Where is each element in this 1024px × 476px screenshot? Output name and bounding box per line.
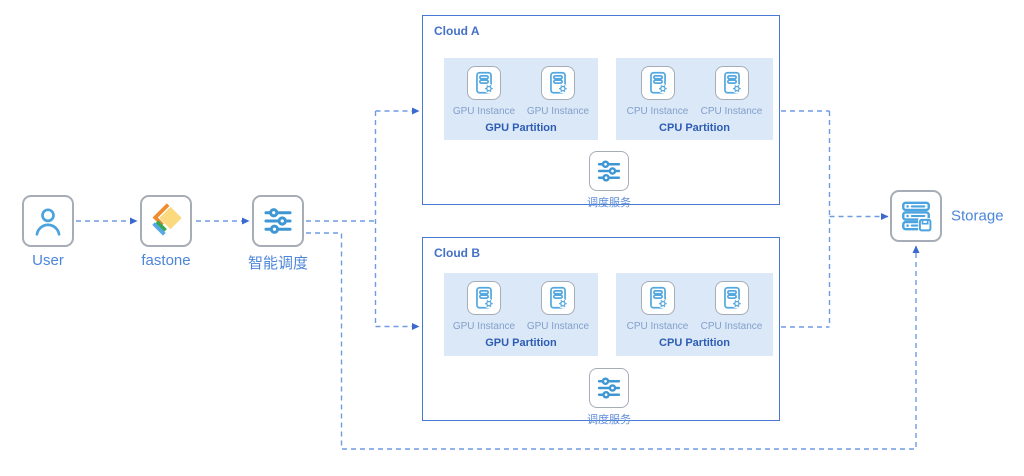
cloud-a-title: Cloud A bbox=[434, 24, 480, 38]
cpu-instance: CPU Instance bbox=[696, 281, 768, 332]
service-label: 调度服务 bbox=[587, 197, 631, 209]
cloud-b-title: Cloud B bbox=[434, 246, 480, 260]
cpu-instance-label: CPU Instance bbox=[626, 321, 689, 332]
gpu-instance: GPU Instance bbox=[448, 65, 520, 117]
server-icon bbox=[545, 285, 571, 311]
gpu-instance-label: GPU Instance bbox=[452, 105, 516, 117]
fastone-label: fastone bbox=[141, 252, 191, 269]
gpu-instance: GPU Instance bbox=[448, 281, 520, 332]
cloud-b-gpu-partition: GPU Instance GPU Instance GPU Partition bbox=[444, 273, 598, 356]
server-icon bbox=[645, 285, 671, 311]
cloud-b-scheduling-service: 调度服务 bbox=[587, 368, 631, 426]
gpu-instance-label: GPU Instance bbox=[526, 321, 590, 332]
cpu-partition-title: CPU Partition bbox=[659, 337, 730, 349]
service-node-box bbox=[589, 151, 629, 191]
gpu-instance-label: GPU Instance bbox=[526, 105, 590, 117]
user-icon bbox=[31, 204, 65, 238]
gpu-partition-title: GPU Partition bbox=[485, 121, 557, 134]
cloud-a-gpu-partition: GPU Instance GPU Instance GPU Partition bbox=[444, 58, 598, 140]
cpu-instance-box bbox=[640, 281, 675, 315]
gpu-instance: GPU Instance bbox=[522, 65, 594, 117]
server-icon bbox=[719, 70, 745, 96]
service-label: 调度服务 bbox=[587, 414, 631, 426]
gpu-instance-box bbox=[467, 281, 501, 315]
cpu-instance: CPU Instance bbox=[696, 65, 768, 117]
cloud-a-cpu-partition: CPU Instance CPU Instance CPU Partition bbox=[616, 58, 773, 140]
server-icon bbox=[719, 285, 745, 311]
server-icon bbox=[645, 70, 671, 96]
cloud-b-cpu-partition: CPU Instance CPU Instance CPU Partition bbox=[616, 273, 773, 356]
gpu-instance-box bbox=[467, 65, 501, 100]
scheduler-node-box bbox=[252, 195, 304, 247]
cpu-instance-box bbox=[714, 65, 749, 100]
sliders-icon bbox=[595, 374, 623, 402]
service-node-box bbox=[589, 368, 629, 408]
cpu-instance-label: CPU Instance bbox=[626, 105, 689, 117]
storage-node-box bbox=[890, 190, 942, 242]
user-label: User bbox=[32, 252, 64, 269]
gpu-instance-box bbox=[541, 65, 575, 100]
gpu-partition-title: GPU Partition bbox=[485, 337, 557, 349]
gpu-instance-label: GPU Instance bbox=[452, 321, 516, 332]
storage-label: Storage bbox=[951, 207, 1004, 225]
gpu-instance-box bbox=[541, 281, 575, 315]
cloud-a-scheduling-service: 调度服务 bbox=[587, 151, 631, 209]
server-icon bbox=[471, 70, 497, 96]
sliders-icon bbox=[261, 204, 295, 238]
server-icon bbox=[545, 70, 571, 96]
cpu-instance-box bbox=[714, 281, 749, 315]
cpu-instance-label: CPU Instance bbox=[700, 321, 763, 332]
storage-icon bbox=[898, 198, 934, 234]
fastone-node-box bbox=[140, 195, 192, 247]
user-node-box bbox=[22, 195, 74, 247]
cloud-a-box: Cloud A GPU Instance GPU Instance GPU Pa… bbox=[422, 15, 780, 209]
cpu-instance: CPU Instance bbox=[622, 65, 694, 117]
storage-node: Storage bbox=[890, 190, 1004, 242]
cpu-instance-label: CPU Instance bbox=[700, 105, 763, 117]
gpu-instance: GPU Instance bbox=[522, 281, 594, 332]
scheduler-label: 智能调度 bbox=[247, 255, 309, 272]
fastone-node: fastone bbox=[140, 195, 192, 269]
sliders-icon bbox=[595, 157, 623, 185]
scheduler-node: 智能调度 bbox=[248, 195, 308, 272]
cloud-b-box: Cloud B GPU Instance GPU Instance GPU Pa… bbox=[422, 237, 780, 426]
cpu-instance: CPU Instance bbox=[622, 281, 694, 332]
fastone-logo-icon bbox=[148, 203, 184, 239]
user-node: User bbox=[22, 195, 74, 269]
cpu-instance-box bbox=[640, 65, 675, 100]
server-icon bbox=[471, 285, 497, 311]
cpu-partition-title: CPU Partition bbox=[659, 121, 730, 134]
